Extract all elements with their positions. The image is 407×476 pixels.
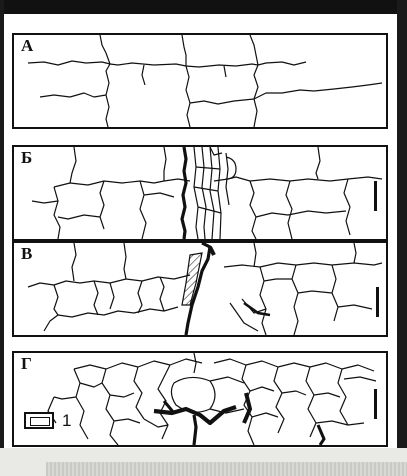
panel-a-cracks (14, 35, 386, 127)
panel-g-edge-mark (374, 389, 377, 419)
panel-v: В (12, 241, 388, 337)
rectangle-inset-icon (24, 412, 54, 429)
panel-g: Г (12, 351, 388, 447)
panel-b-label: Б (21, 148, 32, 168)
panel-g-label: Г (21, 354, 32, 374)
right-edge (397, 0, 407, 448)
top-band (0, 0, 407, 14)
legend: 1 (24, 410, 84, 432)
panel-a: А (12, 33, 388, 129)
legend-label: 1 (62, 410, 71, 432)
panel-b: Б (12, 145, 388, 241)
panel-a-label: А (21, 36, 33, 56)
panel-b-cracks (14, 147, 386, 239)
panel-v-cracks (14, 243, 386, 335)
bottom-grey-band (46, 462, 407, 476)
panel-v-label: В (21, 244, 32, 264)
left-edge (0, 0, 4, 448)
panel-b-edge-mark (374, 181, 377, 211)
panel-v-edge-mark (376, 287, 379, 317)
